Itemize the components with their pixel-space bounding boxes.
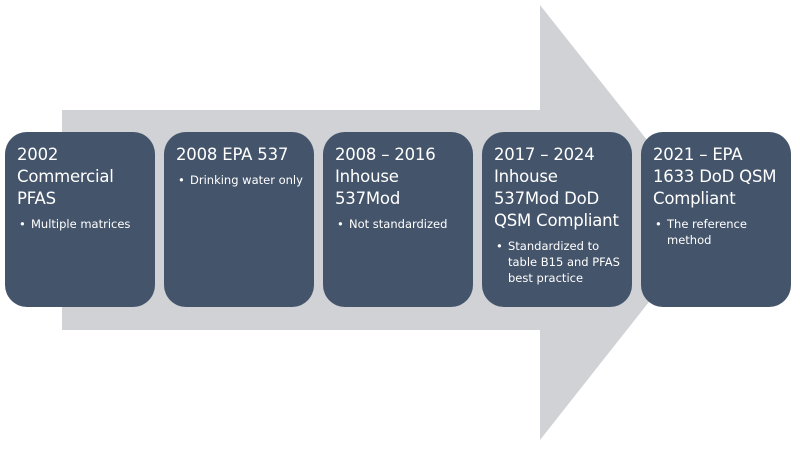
stage-bullet: The reference method xyxy=(655,216,783,248)
stage-bullet: Not standardized xyxy=(337,216,465,232)
stage-title: 2008 – 2016 Inhouse 537Mod xyxy=(335,145,436,208)
stage-box-1: 2002 Commercial PFAS Multiple matrices xyxy=(5,132,155,307)
stage-bullet: Drinking water only xyxy=(178,172,306,188)
stage-bullet: Standardized to table B15 and PFAS best … xyxy=(496,238,624,286)
stage-title: 2021 – EPA 1633 DoD QSM Compliant xyxy=(653,145,777,208)
stage-bullet: Multiple matrices xyxy=(19,216,147,232)
stage-box-2: 2008 EPA 537 Drinking water only xyxy=(164,132,314,307)
stage-box-4: 2017 – 2024 Inhouse 537Mod DoD QSM Compl… xyxy=(482,132,632,307)
stage-title: 2017 – 2024 Inhouse 537Mod DoD QSM Compl… xyxy=(494,145,619,230)
stage-title: 2002 Commercial PFAS xyxy=(17,145,114,208)
stage-box-3: 2008 – 2016 Inhouse 537Mod Not standardi… xyxy=(323,132,473,307)
stage-box-5: 2021 – EPA 1633 DoD QSM Compliant The re… xyxy=(641,132,791,307)
stage-title: 2008 EPA 537 xyxy=(176,145,289,164)
